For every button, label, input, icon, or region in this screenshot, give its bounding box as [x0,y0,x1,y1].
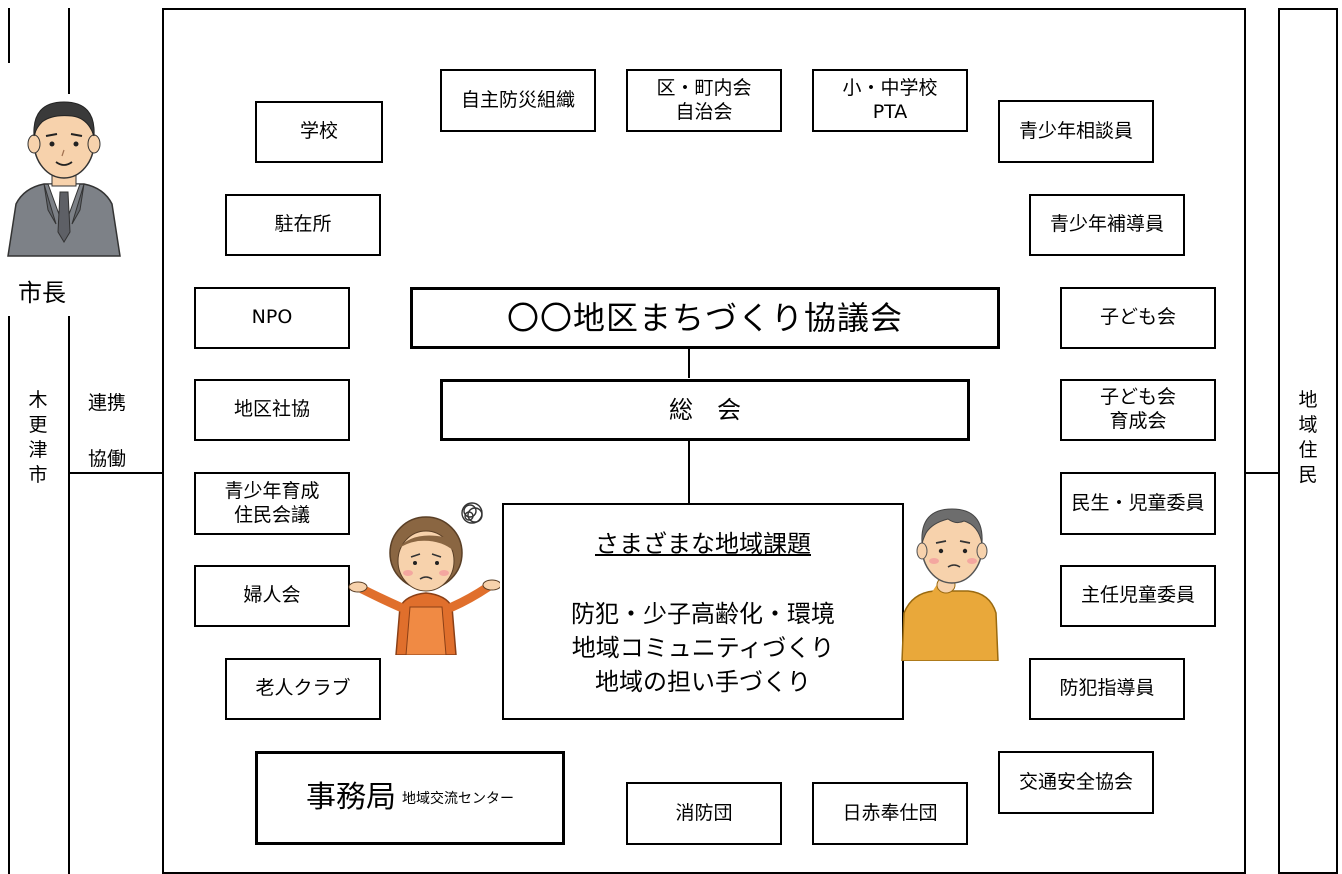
left-panel-line-bottom-right [68,316,70,874]
org-label: PTA [872,100,908,123]
city-char: 木 [28,389,48,411]
secretariat-title: 事務局 [306,780,396,816]
assembly-to-issues-line [688,440,690,504]
org-box-school: 学校 [255,101,383,163]
org-label: 青少年相談員 [1018,119,1133,142]
org-box-elderly-club: 老人クラブ [225,658,381,720]
org-label: 青少年補導員 [1049,213,1164,236]
collaboration-label: 協働 [88,448,127,470]
left-panel-line-top [8,8,10,63]
general-assembly-box: 総 会 [440,379,970,441]
org-label: 日赤奉仕団 [842,801,938,824]
org-label: 子ども会 [1099,306,1176,329]
org-box-school-pta: 小・中学校 PTA [812,69,968,132]
left-panel-line-bottom-left [8,316,10,874]
right-link-line [1244,472,1278,474]
org-box-red-cross: 日赤奉仕団 [812,782,968,845]
thinking-man-illustration [901,508,999,661]
org-box-traffic-safety: 交通安全協会 [998,751,1154,814]
residents-panel [1278,8,1338,874]
city-char: 市 [28,464,48,486]
org-box-kids-club-support: 子ども会 育成会 [1060,379,1216,441]
residents-char: 域 [1298,414,1318,436]
org-label: 子ども会 [1099,386,1176,409]
org-label: NPO [251,306,293,329]
org-label: 地区社協 [233,398,310,421]
city-label: 木 更 津 市 [8,388,68,488]
residents-char: 地 [1298,389,1318,411]
org-label: 育成会 [1109,410,1167,432]
org-box-youth-guidance: 青少年補導員 [1029,194,1185,256]
org-label: 婦人会 [243,584,301,607]
org-box-district-welfare: 地区社協 [194,379,350,441]
left-panel-line-right [68,8,70,94]
worry-scribble-icon [461,502,483,524]
worried-woman-illustration [348,502,500,655]
secretariat-box: 事務局 地域交流センター [255,751,565,845]
org-box-disaster-prevention: 自主防災組織 [440,69,596,132]
org-box-ward-association: 区・町内会 自治会 [626,69,782,132]
org-label: 小・中学校 [842,76,938,99]
issues-line: 地域の担い手づくり [595,668,811,696]
left-link-line [68,472,162,474]
mayor-illustration [7,101,121,257]
org-box-chief-child-commissioner: 主任児童委員 [1060,565,1216,627]
council-to-assembly-line [688,348,690,378]
org-label: 自治会 [675,100,733,123]
council-title-box: 〇〇地区まちづくり協議会 [410,287,1000,349]
residents-char: 民 [1298,464,1318,486]
cooperation-label: 連携 [88,392,127,414]
org-label: 学校 [299,120,338,143]
main-frame [162,8,1246,874]
org-label: 住民会議 [233,503,310,526]
org-box-npo: NPO [194,287,350,349]
residents-label: 地 域 住 民 [1278,388,1338,488]
secretariat-subtitle: 地域交流センター [402,791,514,808]
org-label: 自主防災組織 [460,88,575,111]
org-box-welfare-commissioner: 民生・児童委員 [1060,472,1216,535]
city-char: 更 [28,414,48,436]
org-label: 消防団 [675,801,733,824]
org-label: 区・町内会 [656,76,752,99]
city-char: 津 [28,439,48,461]
issues-line: 防犯・少子高齢化・環境 [571,600,835,628]
issues-line: 地域コミュニティづくり [571,634,835,662]
org-label: 防犯指導員 [1059,677,1155,700]
org-box-youth-counselor: 青少年相談員 [998,100,1154,163]
org-box-fire-brigade: 消防団 [626,782,782,845]
org-label: 民生・児童委員 [1071,491,1205,514]
org-label: 主任児童委員 [1080,584,1195,607]
org-label: 交通安全協会 [1018,770,1133,793]
org-box-youth-council: 青少年育成 住民会議 [194,472,350,535]
issues-box: さまざまな地域課題 防犯・少子高齢化・環境 地域コミュニティづくり 地域の担い手… [502,503,904,720]
org-label: 駐在所 [274,213,332,236]
org-label: 青少年育成 [224,479,320,502]
residents-char: 住 [1298,439,1318,461]
org-label: 老人クラブ [255,677,351,700]
org-box-kids-club: 子ども会 [1060,287,1216,349]
org-box-womens-association: 婦人会 [194,565,350,627]
org-box-crime-prevention: 防犯指導員 [1029,658,1185,720]
mayor-label: 市長 [18,279,66,307]
general-assembly-label: 総 会 [669,396,741,424]
org-box-police-box: 駐在所 [225,194,381,256]
council-title: 〇〇地区まちづくり協議会 [506,299,903,337]
issues-heading: さまざまな地域課題 [595,530,811,558]
